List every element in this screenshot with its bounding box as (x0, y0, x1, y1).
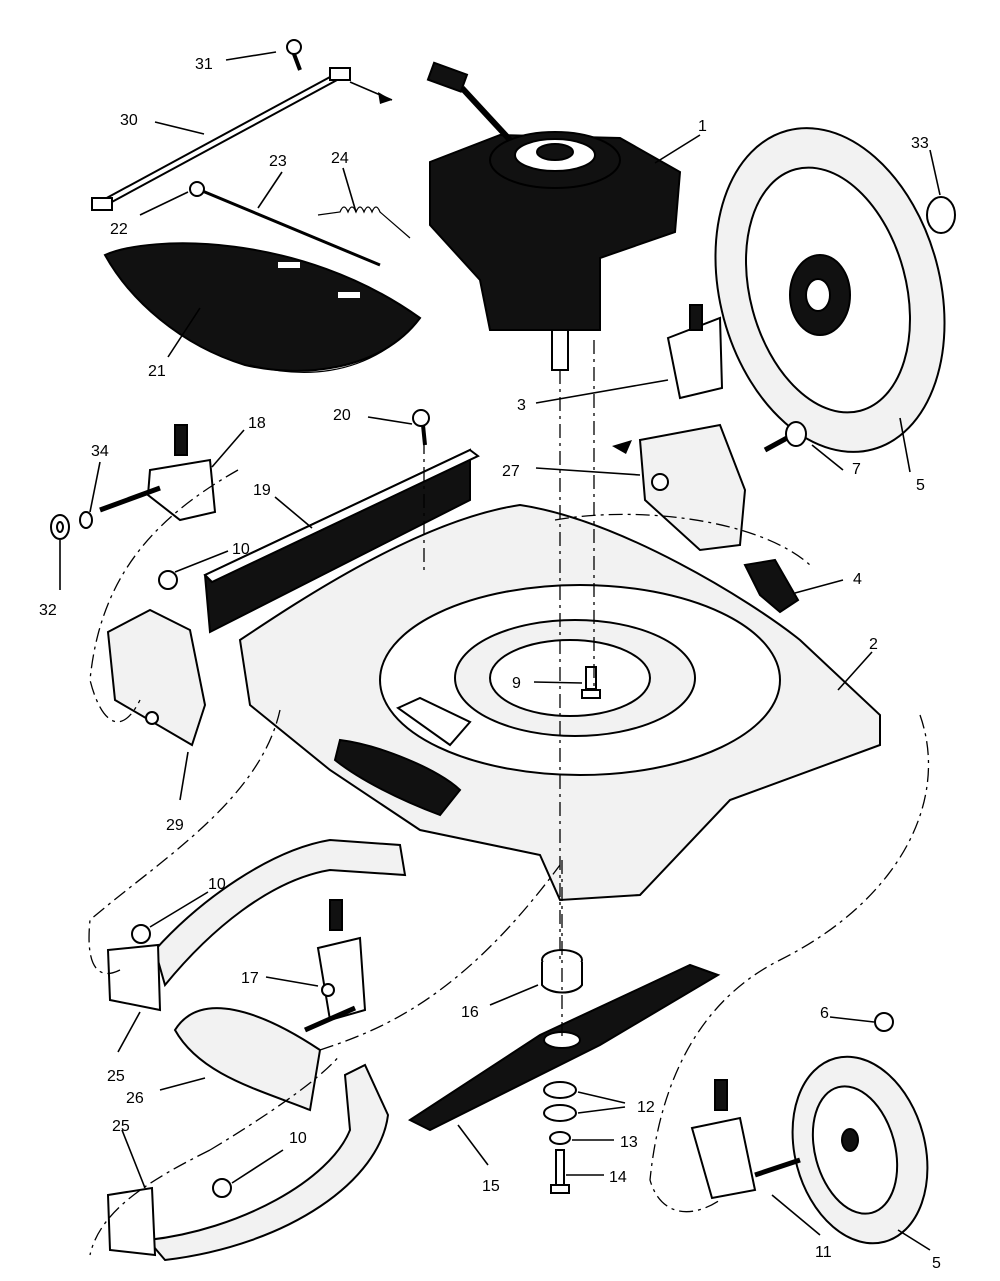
callout-19: 19 (253, 482, 271, 499)
callout-12: 12 (637, 1099, 655, 1116)
callout-13: 13 (620, 1134, 638, 1151)
bolt-9-part (581, 666, 601, 699)
baffle-19-part (203, 448, 480, 634)
callout-labels: 1 2 3 4 5 5 6 7 9 10 10 10 11 12 13 14 1… (39, 56, 941, 1272)
height-adjuster-11-part (690, 1079, 801, 1200)
wheel-bracket-29-part (106, 608, 207, 747)
callout-16: 16 (461, 1004, 479, 1021)
callout-18: 18 (248, 415, 266, 432)
hinge-rod-part (91, 67, 351, 211)
callout-25-lower: 25 (112, 1118, 130, 1135)
direction-arrows (378, 92, 632, 454)
callout-4: 4 (853, 571, 862, 588)
bolt-7-part (763, 421, 807, 453)
callout-5-front: 5 (932, 1255, 941, 1272)
height-adjuster-3-part (666, 304, 724, 400)
nut-6-part (874, 1012, 894, 1032)
callout-10-upper: 10 (232, 541, 250, 558)
rear-wheel-part (714, 127, 946, 453)
pivot-rod-part (189, 181, 411, 267)
nut-10-upper-part (158, 570, 178, 590)
callout-27: 27 (502, 463, 520, 480)
callout-20: 20 (333, 407, 351, 424)
engine-part (426, 61, 682, 371)
callout-25-upper: 25 (107, 1068, 125, 1085)
rear-deflector-part (103, 242, 422, 373)
knob-4-part (743, 558, 800, 614)
callout-29: 29 (166, 817, 184, 834)
callout-15: 15 (482, 1178, 500, 1195)
callout-10-middle: 10 (208, 876, 226, 893)
callout-1: 1 (698, 118, 707, 135)
callout-10-lower: 10 (289, 1130, 307, 1147)
washers-34-32-part (50, 511, 93, 540)
screw-20-part (412, 409, 430, 446)
assembly-guide-lines (88, 340, 930, 1256)
callout-24: 24 (331, 150, 349, 167)
callout-30: 30 (120, 112, 138, 129)
callout-31: 31 (195, 56, 213, 73)
height-adjuster-17-part (303, 899, 367, 1033)
hubcap-part (926, 196, 956, 234)
callout-6: 6 (820, 1005, 829, 1022)
callout-2: 2 (869, 636, 878, 653)
callout-3: 3 (517, 397, 526, 414)
callout-34: 34 (91, 443, 109, 460)
callout-23: 23 (269, 153, 287, 170)
callout-33: 33 (911, 135, 929, 152)
callout-22: 22 (110, 221, 128, 238)
blade-15-part (407, 963, 721, 1132)
callout-17: 17 (241, 970, 259, 987)
callout-21: 21 (148, 363, 166, 380)
callout-26: 26 (126, 1090, 144, 1107)
front-wheel-part (791, 1055, 929, 1245)
callout-7: 7 (852, 461, 861, 478)
blade-hardware-part (543, 1081, 577, 1194)
mulch-plug-26-part (173, 1007, 322, 1112)
callout-32: 32 (39, 602, 57, 619)
callout-5-rear: 5 (916, 477, 925, 494)
callout-9: 9 (512, 675, 521, 692)
wheel-bracket-27-part (638, 423, 747, 552)
callout-14: 14 (609, 1169, 627, 1186)
callout-11: 11 (815, 1244, 832, 1261)
screw-31-part (286, 39, 302, 71)
height-adjuster-18-part (99, 424, 217, 522)
callout-leader-lines (59, 51, 941, 1251)
side-skirt-lower-part (106, 1063, 390, 1262)
side-skirt-upper-part (106, 838, 407, 1012)
